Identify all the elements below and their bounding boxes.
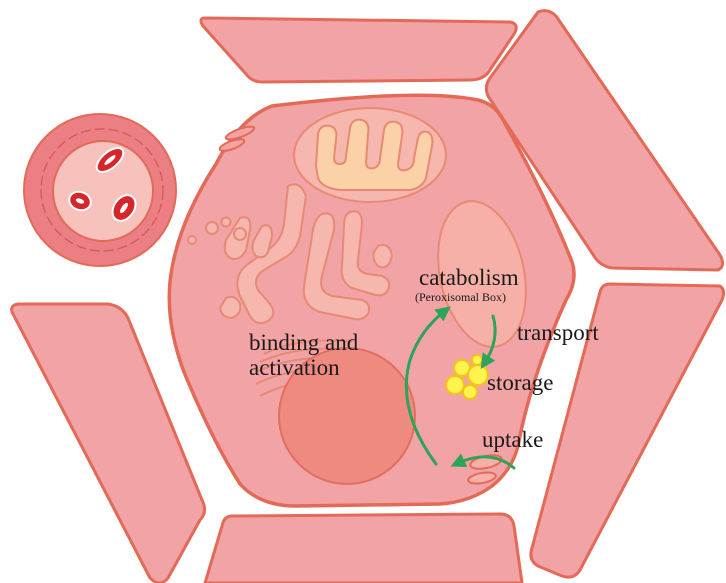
label-binding-line1: binding and (249, 330, 359, 355)
label-uptake: uptake (482, 427, 543, 452)
neighbor-cell-top (201, 18, 516, 82)
neighbor-cell-bottom (205, 514, 522, 583)
label-storage: storage (487, 370, 553, 395)
label-binding-line2: activation (249, 355, 340, 380)
label-catabolism: catabolism (419, 265, 519, 290)
mitochondrion (294, 108, 446, 202)
blood-vessel (24, 114, 176, 266)
label-transport: transport (517, 320, 599, 345)
label-peroxisomal-box: (Peroxisomal Box) (415, 290, 506, 304)
